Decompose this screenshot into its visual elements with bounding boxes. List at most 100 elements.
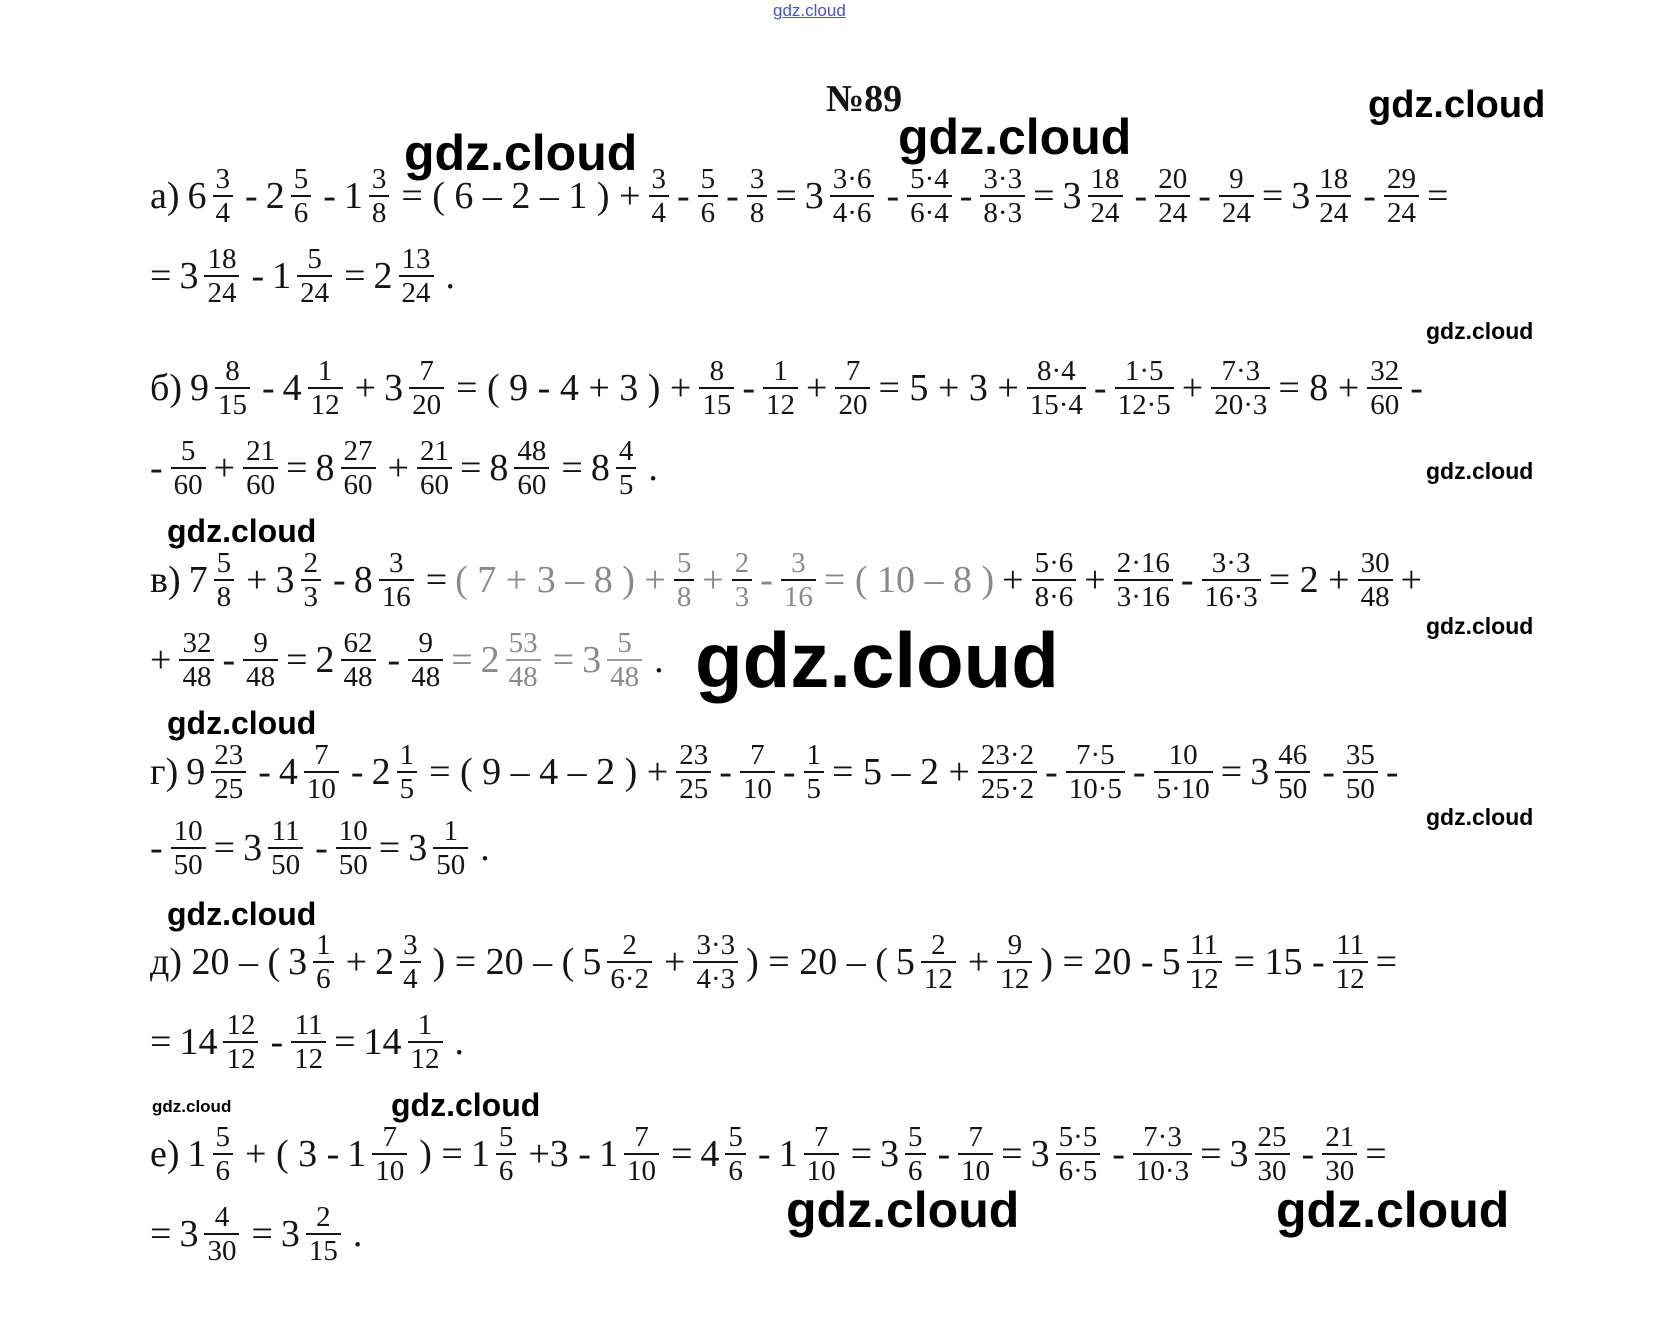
denominator: 10	[803, 1153, 839, 1187]
denominator: 12	[997, 961, 1033, 995]
whole-part: 5	[582, 941, 602, 983]
whole-part: 1	[347, 1133, 367, 1175]
numerator: 5	[498, 1120, 514, 1153]
numerator: 3	[651, 162, 667, 195]
whole-part: 3	[1229, 1133, 1249, 1175]
denominator: 50	[1342, 771, 1378, 805]
watermark: gdz.cloud	[1426, 318, 1534, 344]
whole-part: 14	[179, 1021, 218, 1063]
whole-part: 1	[470, 1133, 490, 1175]
numerator: 11	[1190, 928, 1219, 961]
whole-part: 3	[408, 827, 428, 869]
numerator: 8	[225, 354, 240, 387]
numerator: 32	[182, 626, 212, 659]
denominator: 8·3	[980, 195, 1026, 229]
denominator: 12·5	[1114, 387, 1174, 421]
denominator: 12	[1332, 961, 1368, 995]
numerator: 5·4	[910, 162, 949, 195]
denominator: 16	[780, 579, 816, 613]
denominator: 8	[368, 195, 390, 229]
expression-text: .	[454, 1021, 465, 1063]
denominator: 15·4	[1026, 387, 1086, 421]
denominator: 10	[372, 1153, 408, 1187]
denominator: 60	[514, 467, 550, 501]
numerator: 1·5	[1124, 354, 1164, 387]
numerator: 13	[401, 242, 431, 275]
numerator: 3	[403, 928, 418, 961]
whole-part: 2	[371, 751, 391, 793]
expression-text: +	[150, 639, 172, 681]
numerator: 5·6	[1034, 546, 1074, 579]
expression-text: = 8 +	[1278, 367, 1360, 409]
whole-part: 3	[384, 367, 404, 409]
numerator: 1	[316, 928, 331, 961]
expression-text: =	[150, 1021, 172, 1063]
denominator: 50	[335, 847, 371, 881]
watermark-top-link[interactable]: gdz.cloud	[773, 1, 846, 20]
whole-part: 1	[343, 175, 363, 217]
expression-text: -	[760, 559, 773, 601]
numerator: 32	[1370, 354, 1400, 387]
denominator: 6	[697, 195, 719, 229]
numerator: 11	[1336, 928, 1365, 961]
numerator: 5	[180, 434, 196, 467]
numerator: 7	[813, 1120, 829, 1153]
expression-text: +	[246, 559, 268, 601]
numerator: 8	[709, 354, 725, 387]
denominator: 50	[170, 847, 206, 881]
expression-text: =	[1426, 175, 1449, 217]
expression-text: =	[451, 639, 473, 681]
whole-part: 2	[265, 175, 285, 217]
numerator: 3	[749, 162, 765, 195]
numerator: 2	[316, 1200, 331, 1233]
whole-part: 1	[187, 1133, 207, 1175]
expression-text: -	[315, 827, 328, 869]
denominator: 5·10	[1153, 771, 1213, 805]
expression-text: =	[251, 1213, 273, 1255]
denominator: 6·5	[1055, 1153, 1101, 1187]
numerator: 9	[418, 626, 433, 659]
numerator: 30	[1360, 546, 1390, 579]
expression-text: -	[350, 751, 364, 793]
denominator: 48	[243, 659, 279, 693]
numerator: 5	[676, 546, 692, 579]
denominator: 6	[290, 195, 312, 229]
numerator: 23	[679, 738, 709, 771]
whole-part: 9	[190, 367, 209, 409]
numerator: 5	[700, 162, 716, 195]
watermark: gdz.cloud	[391, 1087, 541, 1123]
denominator: 10	[958, 1153, 994, 1187]
